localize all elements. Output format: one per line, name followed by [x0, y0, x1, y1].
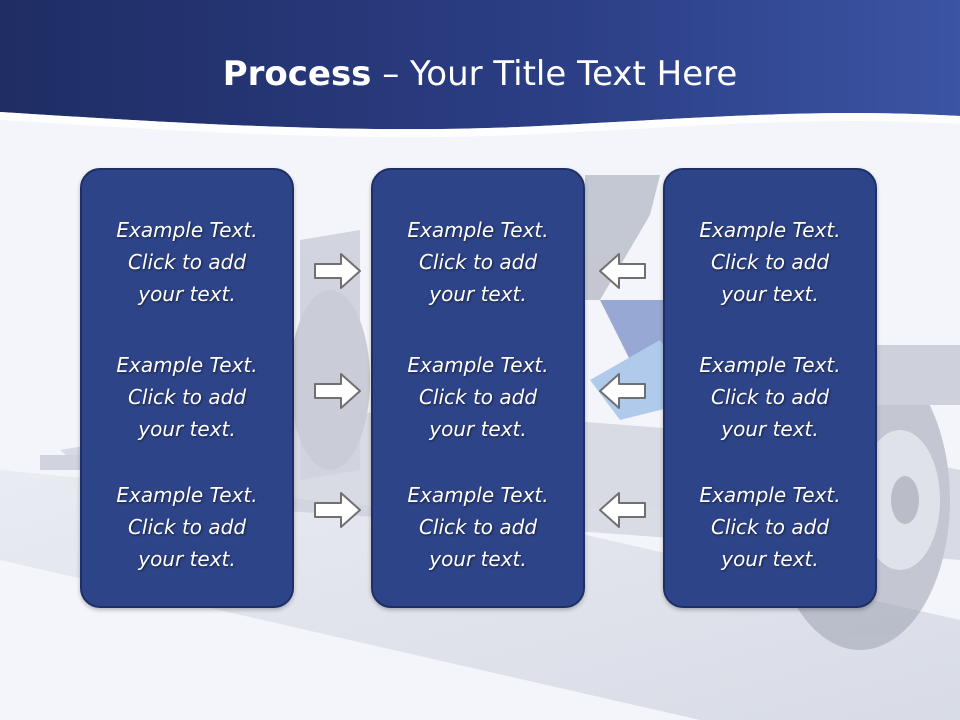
header-band — [0, 0, 960, 130]
arrow-left-icon — [599, 253, 646, 289]
process-box-3-text-1[interactable]: Example Text. Click to add your text. — [699, 218, 841, 306]
process-box-1-text-2[interactable]: Example Text. Click to add your text. — [116, 353, 258, 441]
process-box-2-text-3[interactable]: Example Text. Click to add your text. — [407, 483, 549, 571]
process-box-2[interactable]: Example Text. Click to add your text. Ex… — [371, 168, 585, 608]
process-box-1[interactable]: Example Text. Click to add your text. Ex… — [80, 168, 294, 608]
process-box-1-text-3[interactable]: Example Text. Click to add your text. — [116, 483, 258, 571]
arrow-right-icon — [314, 492, 361, 528]
title-rest: – Your Title Text Here — [371, 54, 738, 94]
slide-title[interactable]: Process – Your Title Text Here — [0, 52, 960, 96]
process-box-3-text-3[interactable]: Example Text. Click to add your text. — [699, 483, 841, 571]
process-box-3[interactable]: Example Text. Click to add your text. Ex… — [663, 168, 877, 608]
arrow-right-icon — [314, 253, 361, 289]
arrow-right-icon — [314, 373, 361, 409]
process-box-2-text-2[interactable]: Example Text. Click to add your text. — [407, 353, 549, 441]
arrow-left-icon — [599, 373, 646, 409]
process-box-3-text-2[interactable]: Example Text. Click to add your text. — [699, 353, 841, 441]
process-box-2-text-1[interactable]: Example Text. Click to add your text. — [407, 218, 549, 306]
arrow-left-icon — [599, 492, 646, 528]
title-bold: Process — [222, 54, 372, 94]
process-box-1-text-1[interactable]: Example Text. Click to add your text. — [116, 218, 258, 306]
